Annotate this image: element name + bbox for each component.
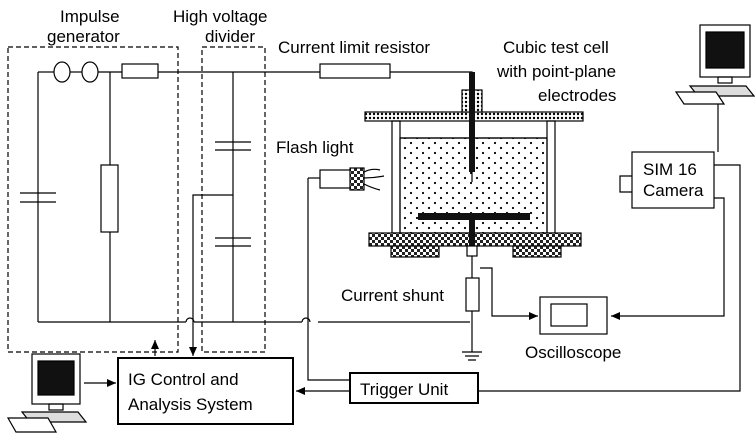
label-camera-l1: SIM 16 (643, 160, 697, 179)
current-shunt-resistor (465, 277, 480, 312)
label-hv-divider-l1: High voltage (173, 7, 268, 26)
label-camera-l2: Camera (643, 181, 704, 200)
pc-top-screen (705, 31, 745, 69)
pc-bottom-keyboard (6, 417, 58, 433)
plane-electrode-feedthrough (466, 245, 478, 257)
label-current-limit-resistor: Current limit resistor (278, 38, 430, 57)
label-test-cell-l2: with point-plane (496, 62, 616, 81)
label-current-shunt: Current shunt (341, 286, 444, 305)
shunt-to-scope-arrow (480, 267, 538, 320)
cell-left-support (391, 120, 401, 234)
ig-capacitor (20, 192, 56, 203)
spark-gap-1 (53, 61, 71, 83)
wire-hop-2 (301, 317, 311, 323)
camera-trigger-wire (478, 164, 741, 392)
divider-tap-wire (192, 194, 233, 350)
label-trigger-unit: Trigger Unit (360, 380, 448, 399)
camera-lens (619, 175, 632, 193)
ig-control-box (117, 357, 294, 425)
divider-cap-1 (215, 141, 251, 151)
wire-hop-1 (185, 317, 195, 323)
camera-box (631, 151, 715, 209)
label-test-cell-l3: electrodes (538, 86, 616, 105)
flash-light-body (319, 169, 355, 189)
pc-bottom-stand (48, 403, 64, 411)
cell-right-support (546, 120, 556, 234)
flash-light-lens (349, 167, 365, 191)
current-limit-resistor (319, 63, 391, 79)
flash-trigger-wire (307, 178, 350, 381)
pc-top-keyboard (674, 91, 726, 105)
ground-symbol (462, 351, 482, 361)
cell-foot-right (512, 245, 562, 258)
camera-to-scope-arrow (611, 197, 725, 320)
pc-top-stand (717, 76, 733, 84)
label-ig-control-l1: IG Control and (128, 370, 239, 389)
oscilloscope-screen (550, 303, 588, 327)
ig-shunt-resistor (100, 164, 119, 233)
trigger-unit-box (349, 372, 479, 404)
label-oscilloscope: Oscilloscope (525, 343, 621, 362)
pc-bottom-screen (37, 360, 75, 396)
ig-series-resistor (121, 63, 159, 79)
divider-cap-2 (215, 237, 251, 247)
plane-electrode-stem (469, 220, 475, 246)
flash-light-rays (363, 168, 385, 191)
spark-gap-2 (81, 61, 99, 83)
plane-electrode (418, 213, 530, 220)
label-test-cell-l1: Cubic test cell (503, 38, 609, 57)
label-flash-light: Flash light (276, 138, 354, 157)
oscilloscope-box (539, 296, 608, 335)
label-impulse-generator-l2: generator (47, 27, 120, 46)
label-impulse-generator-l1: Impulse (60, 7, 120, 26)
cell-foot-left (390, 245, 440, 258)
point-electrode-rod (469, 72, 475, 172)
impulse-generator-box (7, 46, 179, 353)
label-ig-control-l2: Analysis System (128, 395, 253, 414)
label-hv-divider-l2: divider (205, 27, 255, 46)
main-hv-wire-b (390, 71, 473, 90)
